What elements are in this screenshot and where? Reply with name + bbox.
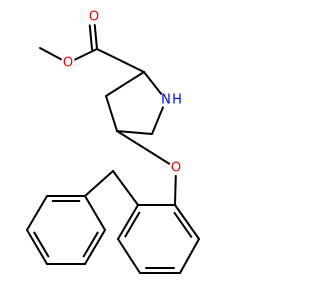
bond-oe-aryl [174,174,177,206]
bond-c4-oe [116,130,171,165]
atom-o-ether-label: O [171,161,181,176]
bond-c3-c2 [105,71,145,97]
bond-ar-1 [174,204,200,240]
bond-c4-c3 [105,95,118,132]
bond-n-c5 [151,106,164,135]
bond-carbonyl-co-double [88,24,94,51]
bond-ph-6 [84,195,106,231]
bond-c2-n [143,71,163,95]
bond-ar-double-3 [124,211,141,238]
bond-ar-5 [117,204,139,240]
atom-o-methyl-label: O [63,56,73,71]
bond-ph-double-3 [82,231,99,258]
bond-ar-4 [117,238,141,274]
atom-n-label: N [161,93,171,108]
bond-carbonyl-ring [96,48,145,73]
bond-ph-3 [26,229,48,265]
bond-c5-c4 [116,130,153,135]
bonds [26,23,200,274]
bond-ph-5 [84,229,106,265]
atom-h-label: H [172,93,182,108]
bond-ch2-ph [84,170,114,197]
bond-o-carbonyl [74,48,98,61]
bond-ph-2 [26,195,48,231]
bond-carbonyl-co [93,23,98,50]
bond-ar-ch2 [112,170,139,206]
bond-ar-double-1 [173,211,193,238]
atom-o-carbonyl-label: O [89,10,99,25]
bond-ar-2 [179,238,200,274]
bond-ph-double-2 [33,231,50,258]
bond-methyl-o [39,47,62,61]
